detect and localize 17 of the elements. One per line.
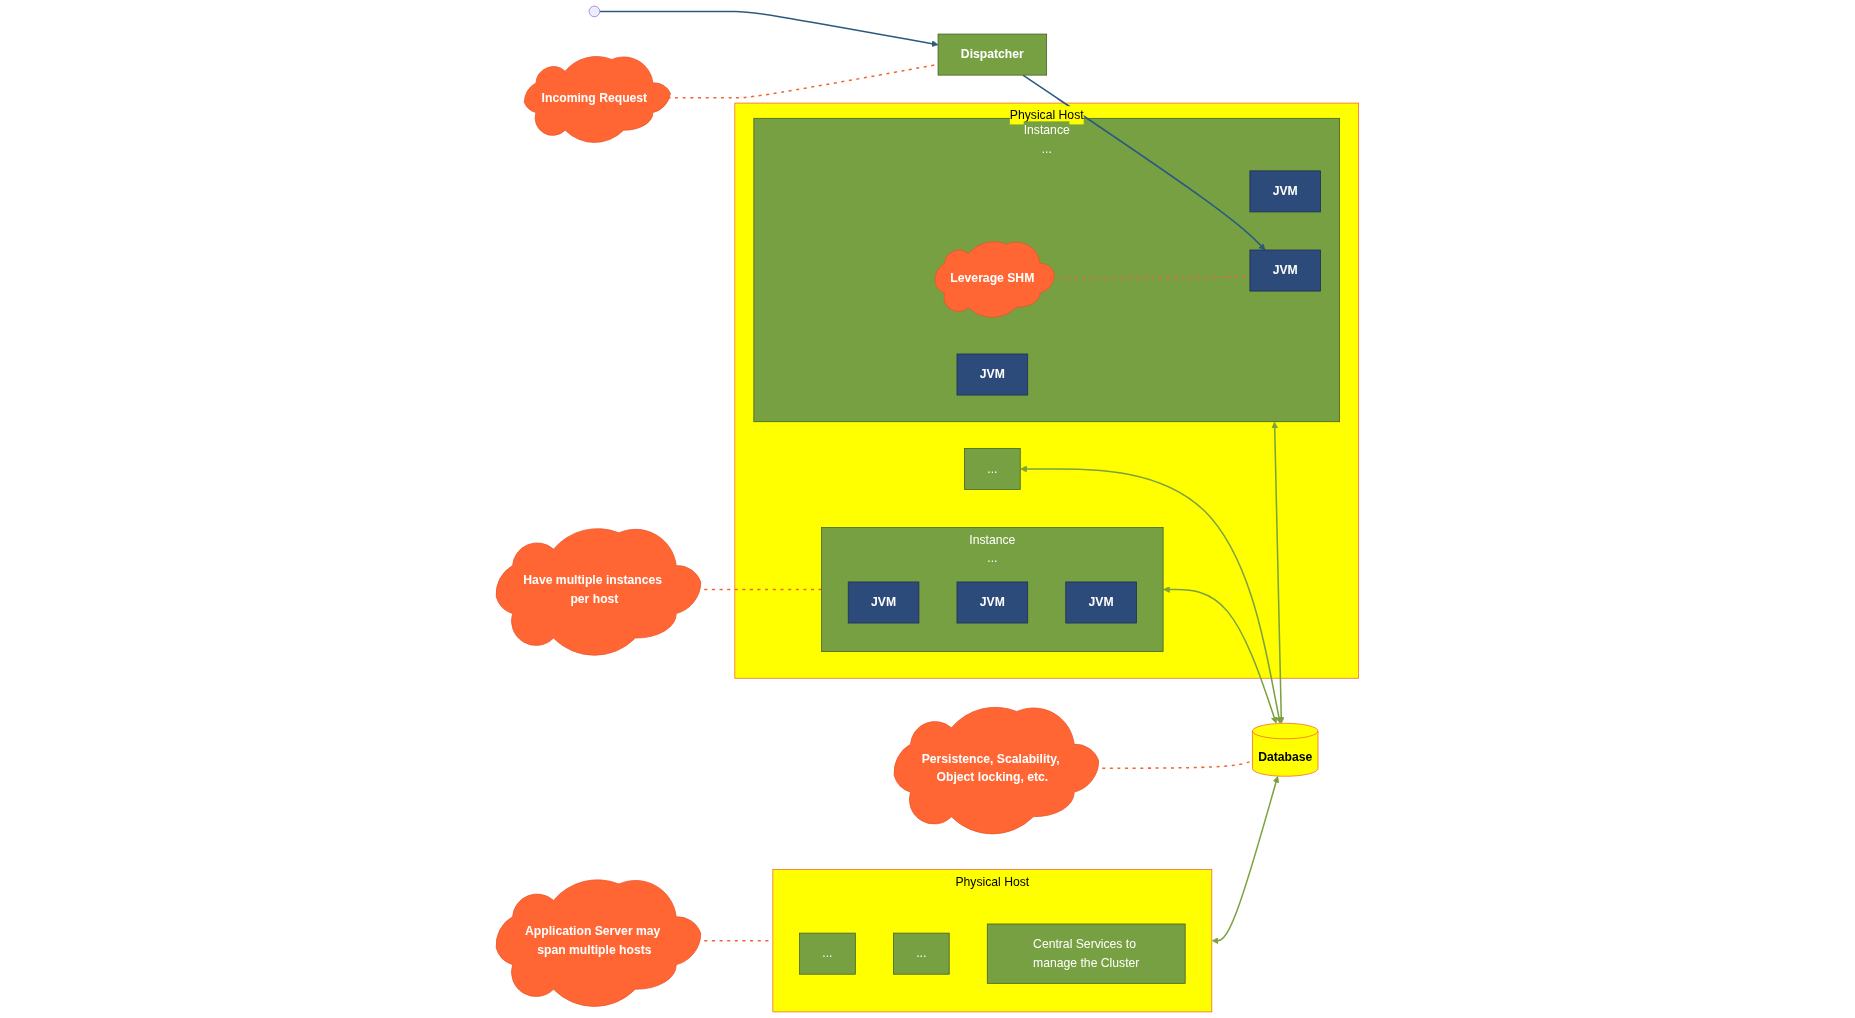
node-box: JVM	[847, 581, 920, 624]
node-box: ...	[799, 932, 856, 975]
node-box: Dispatcher	[937, 33, 1048, 76]
node-box: ...	[964, 448, 1021, 490]
arrow	[1211, 775, 1280, 945]
node-box: JVM	[956, 581, 1029, 624]
arrow	[599, 10, 939, 47]
node-box: JVM	[1249, 170, 1322, 213]
node-box: JVM	[1249, 249, 1322, 292]
node-box: JVM	[956, 353, 1029, 396]
node-box: ...	[893, 932, 950, 975]
node-box: Central Services to manage the Cluster	[987, 923, 1186, 984]
node-box: JVM	[1065, 581, 1137, 624]
arrow	[1022, 74, 1266, 251]
arrow	[1271, 421, 1285, 724]
arrow	[1163, 586, 1278, 724]
arrow	[1020, 465, 1283, 724]
